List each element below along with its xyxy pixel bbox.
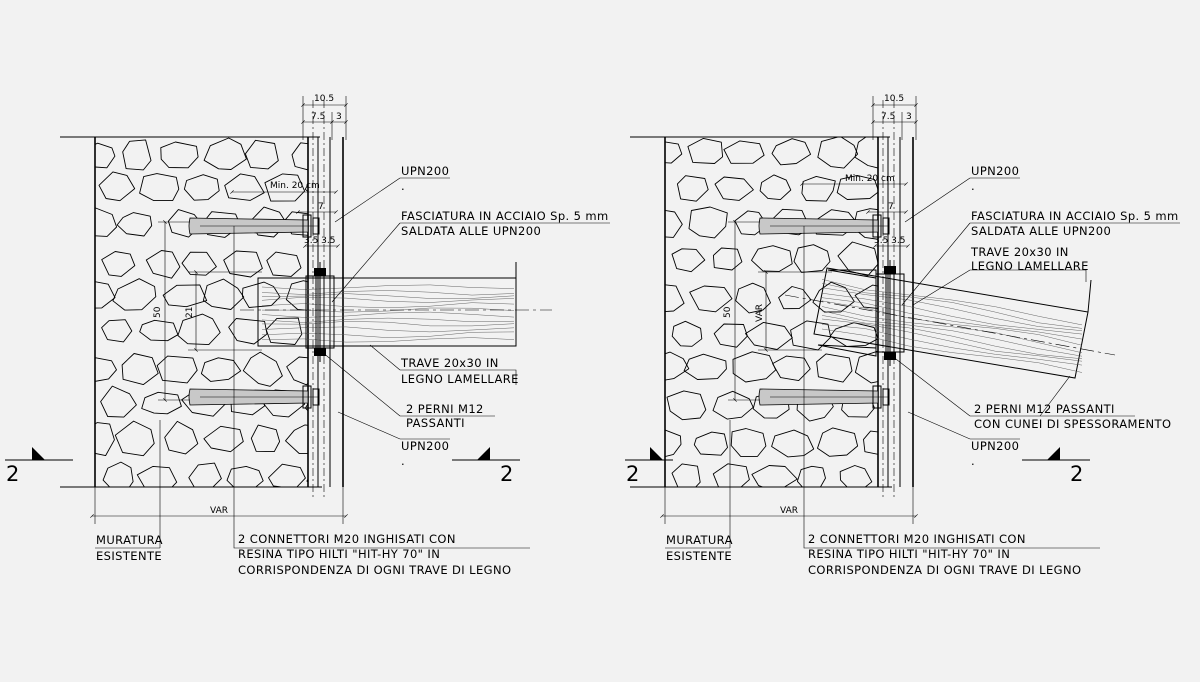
svg-text:3.5 3.5: 3.5 3.5 bbox=[874, 236, 906, 246]
svg-text:ESISTENTE: ESISTENTE bbox=[666, 549, 732, 563]
anchor-bottom bbox=[188, 385, 320, 409]
label-perni: 2 PERNI M12 PASSANTI bbox=[974, 402, 1115, 416]
svg-text:CORRISPONDENZA DI OGNI TRAVE D: CORRISPONDENZA DI OGNI TRAVE DI LEGNO bbox=[808, 563, 1081, 577]
label-upn-top: UPN200 bbox=[401, 164, 449, 178]
masonry-stones bbox=[665, 137, 878, 487]
svg-text:7.5: 7.5 bbox=[881, 112, 895, 122]
svg-text:VAR: VAR bbox=[780, 506, 798, 516]
dim-b: 3 bbox=[336, 112, 342, 122]
label-connettori: 2 CONNETTORI M20 INGHISATI CON bbox=[808, 532, 1026, 546]
svg-text:VAR: VAR bbox=[755, 304, 765, 322]
svg-text:CORRISPONDENZA DI OGNI TRAVE D: CORRISPONDENZA DI OGNI TRAVE DI LEGNO bbox=[238, 563, 511, 577]
dimensions: 10.5 7.5 3 Min. 20 cm 7 3.5 3.5 50 21 VA… bbox=[90, 94, 348, 524]
svg-text:2: 2 bbox=[1070, 462, 1083, 486]
label-perni: 2 PERNI M12 bbox=[406, 402, 484, 416]
svg-text:.: . bbox=[971, 454, 975, 468]
svg-text:7: 7 bbox=[888, 202, 894, 212]
svg-text:2: 2 bbox=[6, 462, 19, 486]
dim-beam-height: 21 bbox=[185, 307, 195, 318]
dim-min: Min. 20 cm bbox=[270, 181, 320, 191]
timber-beam bbox=[240, 262, 552, 347]
svg-text:.: . bbox=[971, 179, 975, 193]
svg-text:2: 2 bbox=[500, 462, 513, 486]
section-mark-right: 2 bbox=[1022, 447, 1090, 486]
svg-text:LEGNO LAMELLARE: LEGNO LAMELLARE bbox=[401, 372, 519, 386]
label-muratura: MURATURA bbox=[666, 533, 733, 547]
svg-text:CON CUNEI DI SPESSORAMENTO: CON CUNEI DI SPESSORAMENTO bbox=[974, 417, 1171, 431]
svg-text:.: . bbox=[401, 454, 405, 468]
dim-height: 50 bbox=[153, 306, 163, 318]
label-trave: TRAVE 20x30 IN bbox=[970, 245, 1069, 259]
section-mark-left: 2 bbox=[5, 447, 73, 486]
svg-text:LEGNO LAMELLARE: LEGNO LAMELLARE bbox=[971, 259, 1089, 273]
leaders bbox=[665, 177, 1180, 549]
dim-a: 7.5 bbox=[311, 112, 325, 122]
label-fasciatura: FASCIATURA IN ACCIAIO Sp. 5 mm bbox=[401, 209, 609, 223]
svg-text:10.5: 10.5 bbox=[884, 94, 904, 104]
anchor-bottom bbox=[758, 385, 890, 409]
label-connettori: 2 CONNETTORI M20 INGHISATI CON bbox=[238, 532, 456, 546]
timber-beam-inclined bbox=[784, 267, 1116, 379]
svg-text:Min. 20 cm: Min. 20 cm bbox=[845, 174, 895, 184]
anchor-top bbox=[758, 214, 890, 238]
svg-text:ESISTENTE: ESISTENTE bbox=[96, 549, 162, 563]
pin-m12 bbox=[884, 260, 896, 366]
section-mark-left: 2 bbox=[625, 447, 673, 486]
svg-text:PASSANTI: PASSANTI bbox=[406, 416, 465, 430]
detail-left: 10.5 7.5 3 Min. 20 cm 7 3.5 3.5 50 21 VA… bbox=[5, 94, 610, 577]
svg-text:RESINA TIPO HILTI "HIT-HY 70": RESINA TIPO HILTI "HIT-HY 70" IN bbox=[238, 547, 440, 561]
dim-top: 10.5 bbox=[314, 94, 334, 104]
label-trave: TRAVE 20x30 IN bbox=[400, 356, 499, 370]
pin-m12 bbox=[314, 262, 326, 362]
leaders bbox=[95, 177, 610, 549]
detail-right: 10.5 7.5 3 Min. 20 cm 7 3.5 3.5 50 VAR V… bbox=[625, 94, 1180, 577]
section-mark-right: 2 bbox=[452, 447, 520, 486]
dimensions: 10.5 7.5 3 Min. 20 cm 7 3.5 3.5 50 VAR V… bbox=[660, 94, 918, 524]
svg-text:3: 3 bbox=[906, 112, 912, 122]
label-upn-bottom: UPN200 bbox=[971, 439, 1019, 453]
label-upn-top: UPN200 bbox=[971, 164, 1019, 178]
masonry-stones bbox=[95, 137, 308, 487]
anchor-top bbox=[188, 214, 320, 238]
svg-text:RESINA TIPO HILTI "HIT-HY 70": RESINA TIPO HILTI "HIT-HY 70" IN bbox=[808, 547, 1010, 561]
label-muratura: MURATURA bbox=[96, 533, 163, 547]
svg-text:SALDATA ALLE UPN200: SALDATA ALLE UPN200 bbox=[401, 224, 541, 238]
svg-text:.: . bbox=[401, 179, 405, 193]
label-fasciatura: FASCIATURA IN ACCIAIO Sp. 5 mm bbox=[971, 209, 1179, 223]
svg-text:50: 50 bbox=[723, 306, 733, 318]
dim-small: 3.5 3.5 bbox=[304, 236, 336, 246]
label-upn-bottom: UPN200 bbox=[401, 439, 449, 453]
dim-bottom: VAR bbox=[210, 506, 228, 516]
dim-seven: 7 bbox=[318, 202, 324, 212]
svg-text:2: 2 bbox=[626, 462, 639, 486]
svg-text:SALDATA ALLE UPN200: SALDATA ALLE UPN200 bbox=[971, 224, 1111, 238]
